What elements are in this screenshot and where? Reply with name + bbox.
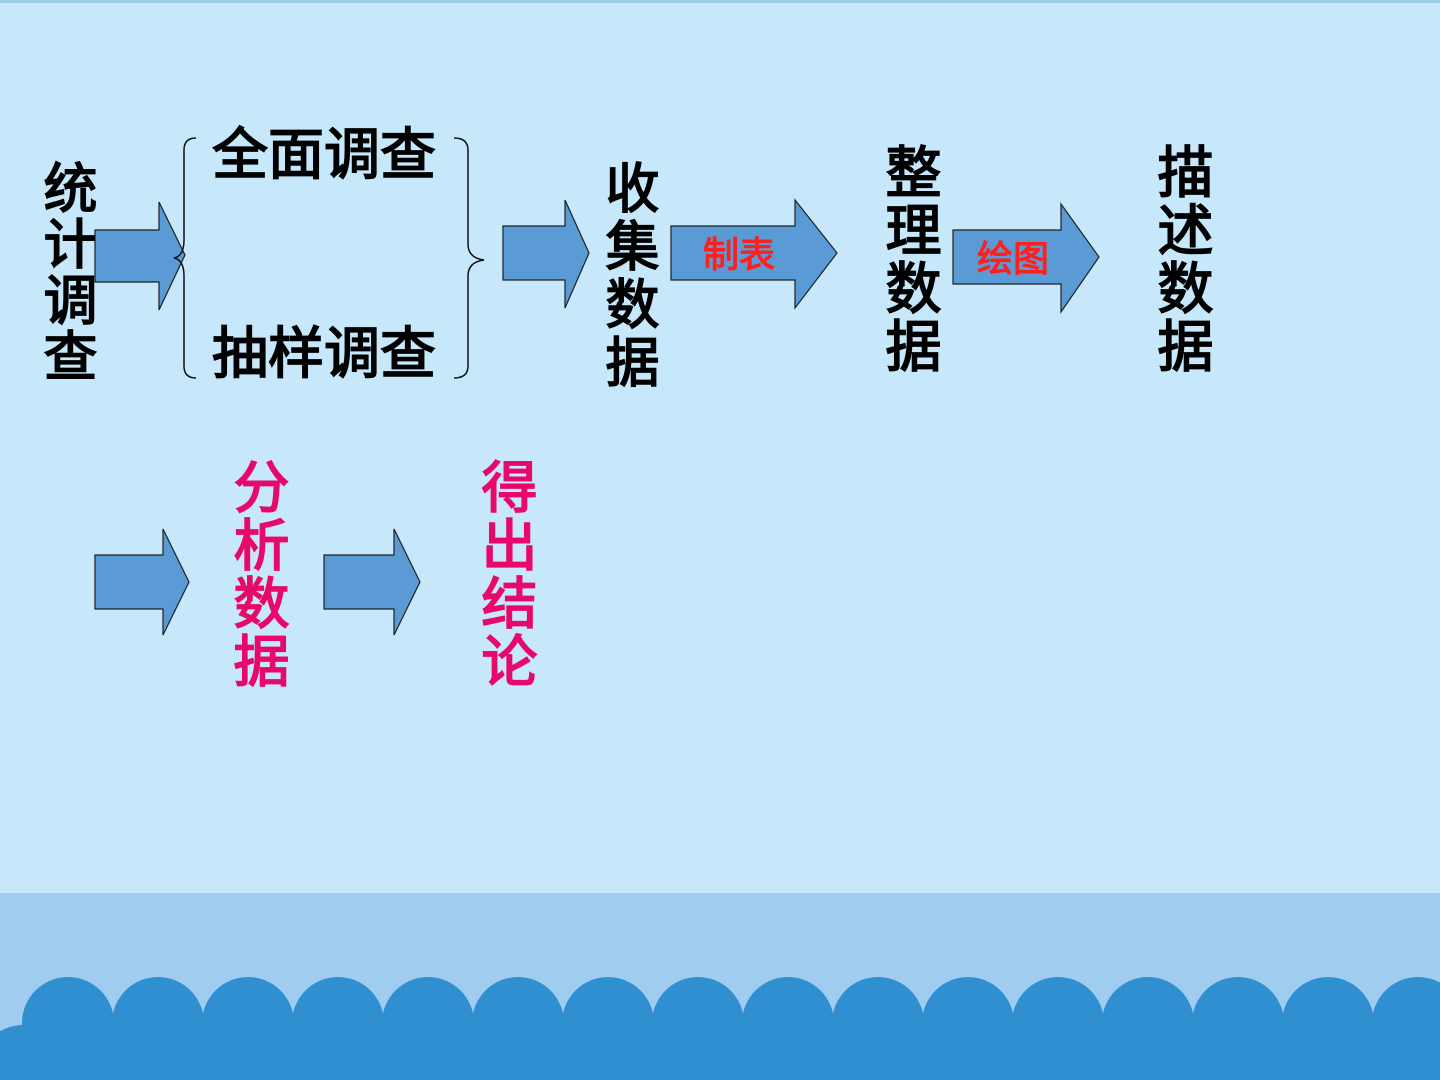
node-draw-conclusion: 得出结论 (472, 458, 537, 690)
arrow-to-collect (502, 199, 590, 309)
wave-arc (0, 1025, 69, 1080)
wave-arc (1237, 1025, 1329, 1080)
wave-arc (1147, 1025, 1239, 1080)
arrow-to-conclusion (323, 528, 421, 636)
branch-sample-survey: 抽样调查 (212, 322, 436, 387)
arrow-label-tabulate: 制表 (703, 235, 776, 276)
wave-arc (247, 1025, 339, 1080)
wave-arc (607, 1025, 699, 1080)
node-describe-data: 描述数据 (1148, 143, 1213, 375)
arrow-tabulate (670, 198, 838, 310)
node-organize-data: 整理数据 (876, 143, 941, 375)
top-border-line (0, 0, 1440, 3)
node-analyze-data: 分析数据 (224, 458, 289, 690)
wave-arc (517, 1025, 609, 1080)
node-statistical-survey: 统计调查 (34, 160, 97, 384)
arrow-label-draw-chart: 绘图 (977, 239, 1050, 280)
branch-full-survey: 全面调查 (212, 123, 436, 188)
wave-arc (1417, 1031, 1440, 1080)
node-collect-data: 收集数据 (596, 160, 659, 392)
wave-arc (1327, 1025, 1419, 1080)
footer-wave-band (0, 893, 1440, 1080)
left-brace (173, 137, 197, 379)
wave-arc (427, 1025, 519, 1080)
wave-arc (337, 1025, 429, 1080)
footer-wave-pattern (0, 977, 1440, 1080)
wave-arc (67, 1025, 159, 1080)
wave-arc (157, 1025, 249, 1080)
right-brace (453, 137, 485, 379)
arrow-survey-to-branches (94, 201, 186, 311)
wave-arc (697, 1025, 789, 1080)
wave-arc (787, 1025, 879, 1080)
wave-arc (1057, 1025, 1149, 1080)
wave-arc (877, 1025, 969, 1080)
arrow-to-analyze (94, 528, 190, 636)
wave-arc (967, 1025, 1059, 1080)
arrow-draw-chart (952, 202, 1100, 314)
